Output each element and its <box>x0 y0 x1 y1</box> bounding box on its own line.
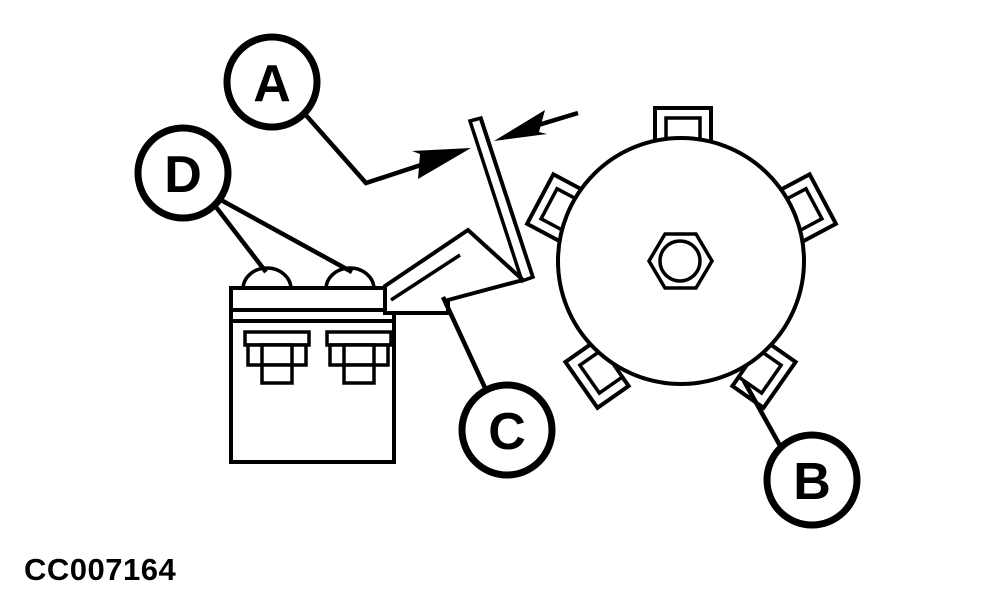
center-nut-bore <box>658 239 702 283</box>
angled-bracket-group <box>383 227 528 315</box>
angled-bracket-plate <box>383 227 528 315</box>
leader-d-line-2 <box>219 198 354 274</box>
leader-d <box>214 198 354 274</box>
callout-c-circle[interactable] <box>458 381 556 479</box>
bolt-washer-right <box>325 330 393 347</box>
callout-a-label: A <box>253 55 291 113</box>
callout-d[interactable]: D <box>134 124 232 222</box>
bracket-fold-line <box>390 253 461 302</box>
figure-id-label: CC007164 <box>24 552 176 587</box>
flange-plate <box>229 286 396 312</box>
dome-stud-right <box>324 266 376 290</box>
pointer-arrow-head <box>494 110 547 141</box>
callout-d-circle[interactable] <box>134 124 232 222</box>
flat-strip-group <box>467 115 536 284</box>
callout-b-circle[interactable] <box>763 431 861 529</box>
round-housing-group <box>524 106 839 411</box>
leader-a <box>302 111 471 186</box>
leader-b <box>742 379 785 453</box>
callout-a[interactable]: A <box>223 33 321 131</box>
pointer-arrow-line <box>534 110 579 129</box>
callout-b-label: B <box>793 453 831 511</box>
leader-b-line <box>742 379 785 453</box>
leader-c <box>440 296 489 391</box>
callout-c-label: C <box>488 403 526 461</box>
bolt-assembly-right <box>325 330 393 385</box>
bolt-head-mid-left <box>260 343 294 367</box>
callout-a-circle[interactable] <box>223 33 321 131</box>
box-housing-group <box>229 266 396 464</box>
bolt-assembly-left <box>243 330 311 385</box>
dome-stud-left <box>241 266 293 290</box>
callout-d-label: D <box>164 146 202 204</box>
leader-c-line <box>440 296 489 391</box>
bolt-head-mid-right <box>342 343 376 367</box>
pointer-arrow-right <box>494 110 579 141</box>
leader-a-arrowhead <box>412 148 471 179</box>
leader-d-line-1 <box>214 205 268 274</box>
bolt-stud-right <box>342 363 376 385</box>
callout-c[interactable]: C <box>458 381 556 479</box>
flat-strip-edge <box>479 119 535 279</box>
callout-b[interactable]: B <box>763 431 861 529</box>
bolt-washer-left <box>243 330 311 347</box>
bolt-stud-left <box>260 363 294 385</box>
housing-lug-upper-left <box>524 171 590 245</box>
leader-a-line <box>302 111 425 186</box>
